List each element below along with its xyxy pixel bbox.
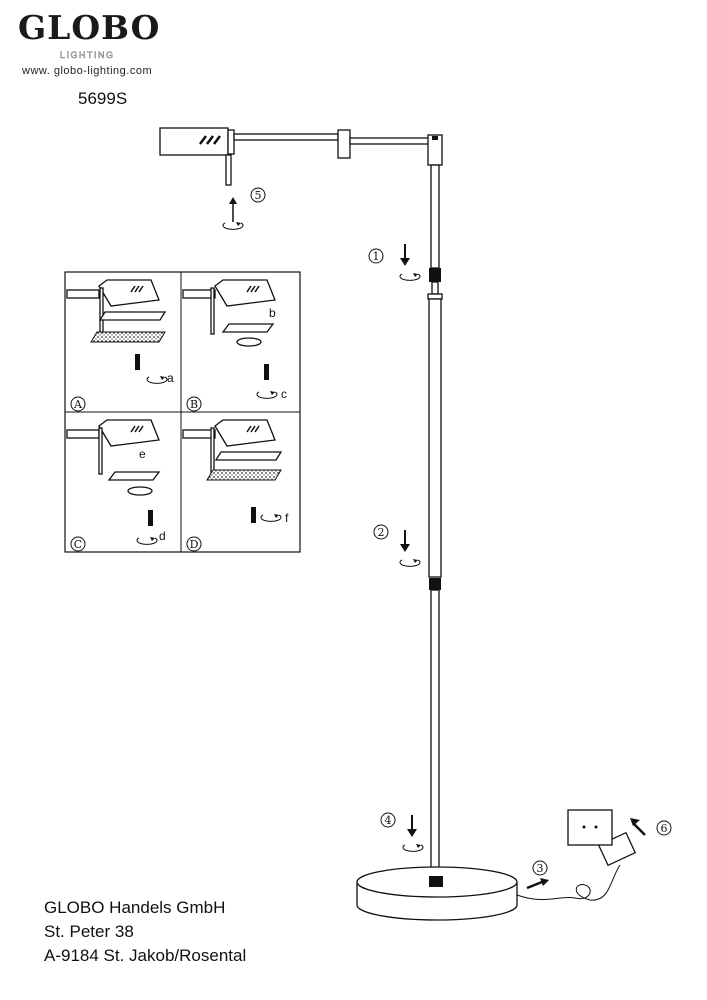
step-c-label: c [281, 387, 287, 401]
step-d-label: d [159, 529, 166, 543]
lamp-arm [233, 129, 431, 159]
panel-c: e d C [66, 419, 166, 552]
address-line-2: St. Peter 38 [44, 922, 134, 941]
brand-logo: GLOBO [18, 8, 160, 47]
step-b-label: b [269, 306, 276, 320]
step-1: 1 [368, 244, 421, 281]
svg-text:4: 4 [385, 814, 392, 827]
panel-b: b c B [182, 279, 287, 412]
step-5: 5 [222, 187, 266, 230]
step-a-label: a [167, 371, 174, 385]
address-line-3: A-9184 St. Jakob/Rosental [44, 946, 246, 965]
panel-d: f D [182, 419, 289, 552]
lamp-base [356, 866, 518, 921]
step-e-label: e [139, 447, 146, 461]
panel-a: a A [66, 279, 174, 412]
lamp-head [159, 127, 235, 186]
step-2: 2 [373, 524, 421, 567]
svg-text:3: 3 [537, 862, 544, 875]
detail-panels [64, 271, 301, 553]
svg-text:6: 6 [661, 822, 668, 835]
brand-sub: LIGHTING [60, 50, 115, 60]
address-line-1: GLOBO Handels GmbH [44, 898, 225, 917]
step-4: 4 [380, 812, 424, 852]
panel-c-label: C [74, 538, 82, 551]
model-number: 5699S [78, 89, 127, 108]
panel-b-label: B [190, 398, 198, 411]
svg-text:2: 2 [378, 526, 385, 539]
panel-d-label: D [190, 538, 199, 551]
company-address: GLOBO Handels GmbH St. Peter 38 A-9184 S… [44, 898, 246, 965]
step-3: 3 [526, 860, 549, 890]
step-f-label: f [285, 511, 289, 525]
svg-text:5: 5 [255, 189, 262, 202]
website-url: www. globo-lighting.com [21, 65, 152, 77]
panel-a-label: A [73, 398, 83, 411]
wall-socket [567, 809, 613, 846]
power-cord [516, 809, 637, 901]
step-6: 6 [630, 818, 672, 836]
svg-text:1: 1 [373, 250, 380, 263]
lamp-pole [427, 134, 443, 873]
